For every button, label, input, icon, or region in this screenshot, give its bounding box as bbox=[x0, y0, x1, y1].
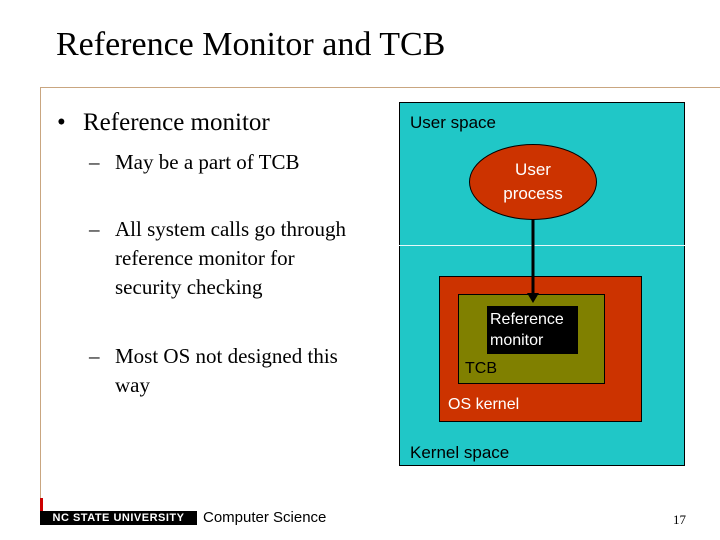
reference-monitor-label: Reference monitor bbox=[490, 311, 564, 349]
user-space-label: User space bbox=[410, 113, 496, 132]
tcb-label: TCB bbox=[465, 360, 497, 377]
user-process-ellipse bbox=[469, 144, 597, 220]
left-margin-rule bbox=[40, 87, 41, 500]
title-divider bbox=[40, 87, 720, 88]
main-bullet: • Reference monitor bbox=[57, 109, 270, 137]
sub-bullet-marker: – bbox=[89, 344, 100, 368]
sub-bullet-text: May be a part of TCB bbox=[115, 150, 300, 174]
bullet-marker: • bbox=[57, 109, 66, 136]
reference-monitor-box bbox=[487, 306, 578, 354]
sub-bullet-marker: – bbox=[89, 217, 100, 241]
sub-bullet: – May be a part of TCB bbox=[89, 148, 300, 177]
os-kernel-label: OS kernel bbox=[448, 396, 520, 413]
university-name: NC STATE UNIVERSITY bbox=[52, 512, 185, 524]
university-logo: NC STATE UNIVERSITY bbox=[40, 511, 197, 525]
sub-bullet: – All system calls go through reference … bbox=[89, 215, 346, 302]
sub-bullet-marker: – bbox=[89, 150, 100, 174]
footer-accent bbox=[40, 498, 43, 512]
sub-bullet-text: Most OS not designed this way bbox=[115, 344, 338, 397]
kernel-space-label: Kernel space bbox=[410, 443, 510, 462]
page-number: 17 bbox=[673, 512, 686, 527]
sub-bullet-text: All system calls go through reference mo… bbox=[115, 217, 346, 299]
sub-bullet: – Most OS not designed this way bbox=[89, 342, 338, 400]
department-name: Computer Science bbox=[203, 509, 327, 526]
slide-title: Reference Monitor and TCB bbox=[56, 26, 446, 63]
user-kernel-divider bbox=[399, 245, 685, 246]
main-bullet-text: Reference monitor bbox=[83, 109, 270, 136]
user-process-label: User process bbox=[503, 160, 563, 203]
